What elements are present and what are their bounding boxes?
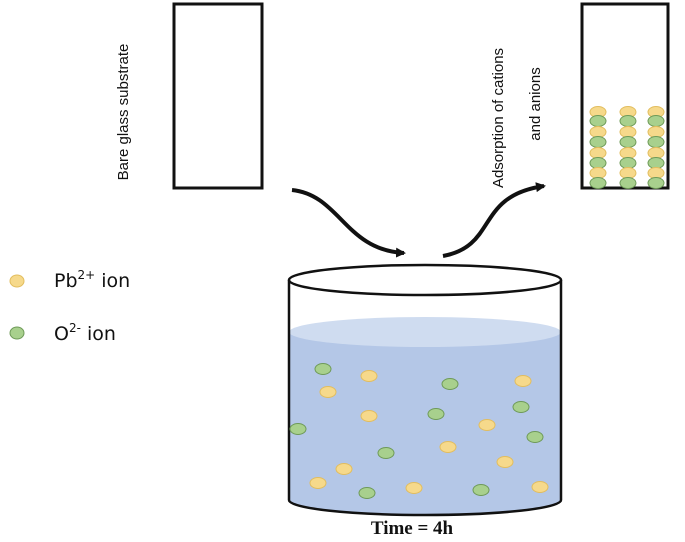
adsorbed-o-ion — [647, 136, 665, 148]
bare-substrate-label: Bare glass substrate — [115, 44, 132, 181]
solution-o-ion — [289, 423, 307, 435]
legend-pb-swatch — [9, 274, 25, 288]
solution-o-ion — [472, 484, 490, 496]
adsorbed-o-ion — [647, 115, 665, 127]
adsorbed-o-ion — [619, 115, 637, 127]
solution-pb-ion — [531, 481, 549, 493]
adsorbed-o-ion — [619, 157, 637, 169]
solution-pb-ion — [319, 386, 337, 398]
time-caption: Time = 4h — [371, 518, 454, 539]
solution-o-ion — [314, 363, 332, 375]
adsorbed-o-ion — [589, 136, 607, 148]
solution-pb-ion — [360, 370, 378, 382]
legend-o-swatch — [9, 326, 25, 340]
solution-o-ion — [427, 408, 445, 420]
adsorption-label-line2: and anions — [527, 67, 544, 140]
adsorbed-pb-ion — [619, 126, 637, 138]
solution-pb-ion — [478, 419, 496, 431]
adsorbed-pb-ion — [589, 147, 607, 159]
solution-o-ion — [512, 401, 530, 413]
solution-o-ion — [526, 431, 544, 443]
solution-pb-ion — [405, 482, 423, 494]
beaker-rim — [287, 263, 563, 297]
beaker-outline — [287, 280, 563, 517]
solution-pb-ion — [439, 441, 457, 453]
adsorbed-o-ion — [619, 177, 637, 189]
adsorbed-o-ion — [589, 157, 607, 169]
adsorbed-pb-ion — [647, 167, 665, 179]
solution-pb-ion — [514, 375, 532, 387]
adsorbed-pb-ion — [589, 167, 607, 179]
adsorbed-o-ion — [589, 115, 607, 127]
solution-o-ion — [441, 378, 459, 390]
adsorbed-pb-ion — [647, 147, 665, 159]
solution-o-ion — [358, 487, 376, 499]
solution-pb-ion — [496, 456, 514, 468]
adsorbed-o-ion — [589, 177, 607, 189]
bare-glass-substrate — [172, 2, 264, 190]
solution-o-ion — [377, 447, 395, 459]
solution-surface — [289, 317, 561, 347]
dip-in-arrow — [291, 188, 406, 258]
legend-o-label: O2- ion — [54, 321, 116, 345]
adsorbed-pb-ion — [619, 147, 637, 159]
adsorbed-pb-ion — [589, 126, 607, 138]
pull-out-arrow — [442, 182, 546, 258]
adsorbed-o-ion — [647, 177, 665, 189]
adsorption-label-line1: Adsorption of cations — [490, 48, 507, 188]
legend-pb-label: Pb2+ ion — [54, 268, 130, 292]
solution-pb-ion — [309, 477, 327, 489]
adsorbed-pb-ion — [619, 167, 637, 179]
adsorbed-o-ion — [647, 157, 665, 169]
adsorbed-o-ion — [619, 136, 637, 148]
solution-ion-group — [289, 363, 549, 499]
adsorbed-pb-ion — [647, 126, 665, 138]
adsorbed-ion-layer — [589, 106, 665, 189]
solution-body — [289, 332, 561, 515]
solution-pb-ion — [360, 410, 378, 422]
solution-pb-ion — [335, 463, 353, 475]
